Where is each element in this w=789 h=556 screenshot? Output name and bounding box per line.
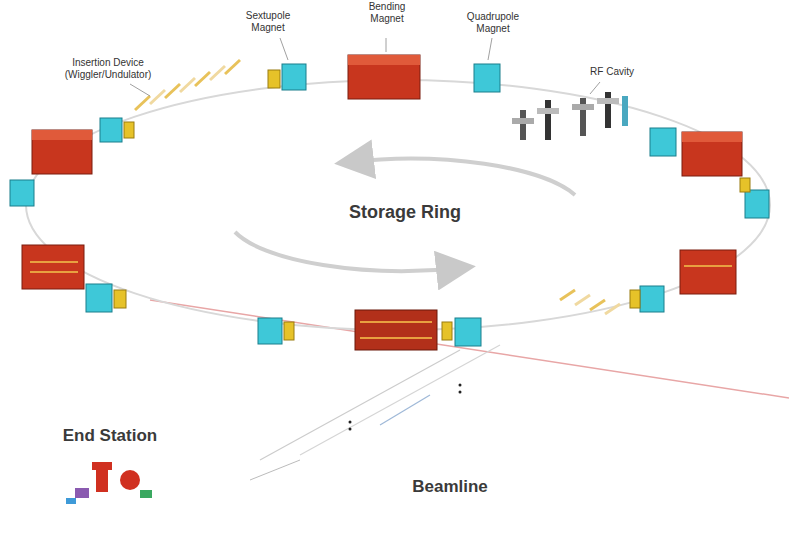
part-label: Bending Magnet — [356, 1, 418, 24]
beamline-label: Beamline — [370, 477, 530, 497]
ring-title: Storage Ring — [315, 202, 495, 223]
part-label: Sextupole Magnet — [238, 10, 298, 33]
part-label: Insertion Device (Wiggler/Undulator) — [56, 57, 160, 80]
station-label: End Station — [30, 426, 190, 446]
part-label: Quadrupole Magnet — [460, 11, 526, 34]
part-label: RF Cavity — [582, 66, 642, 78]
